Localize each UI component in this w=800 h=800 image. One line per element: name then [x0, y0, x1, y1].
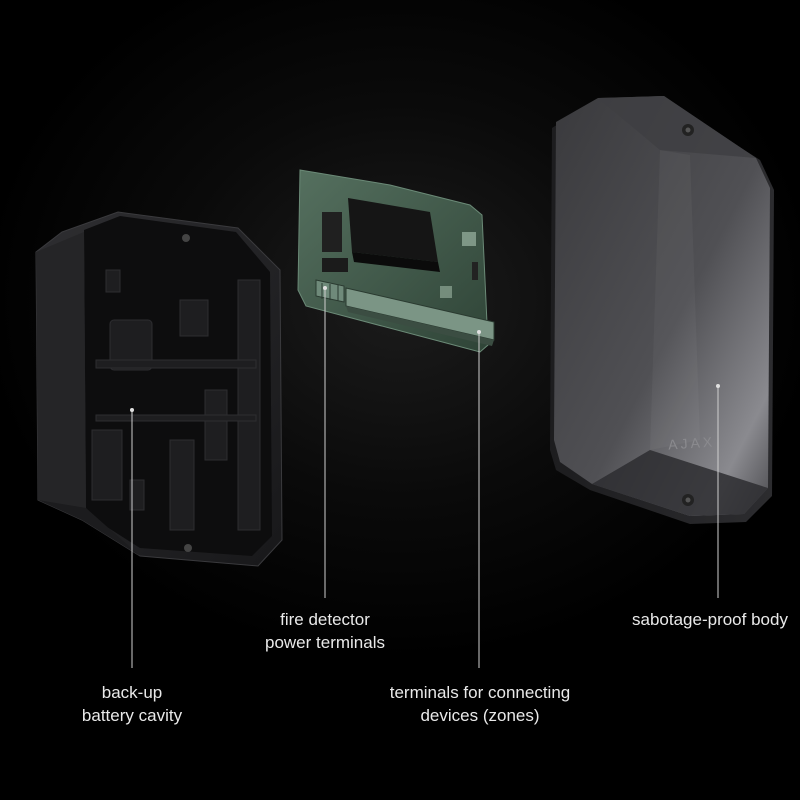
body-label-line1: sabotage-proof body: [632, 610, 788, 629]
zone-terminal-strip: [345, 287, 495, 346]
battery-label-line2: battery cavity: [81, 706, 183, 725]
terminals-label-line2: devices (zones): [420, 706, 540, 725]
terminals-label-line1: terminals for connecting: [389, 683, 571, 702]
zone-terminals-label: terminals for connecting devices (zones): [370, 681, 590, 727]
front-cover: AJAX: [550, 96, 774, 524]
battery-cavity-label: back-up battery cavity: [62, 681, 202, 727]
back-housing: [35, 211, 283, 567]
fire-detector-terminals: [315, 279, 345, 303]
sabotage-proof-body-label: sabotage-proof body: [632, 608, 800, 631]
battery-label-line1: back-up: [101, 683, 163, 702]
fire-label-line1: fire detector: [280, 610, 370, 629]
fire-detector-label: fire detector power terminals: [250, 608, 400, 654]
circuit-board: [297, 169, 495, 353]
ajax-logo: AJAX: [668, 433, 716, 452]
leader-lines: [131, 288, 719, 668]
leader-dots: [130, 286, 720, 412]
fire-label-line2: power terminals: [265, 633, 385, 652]
